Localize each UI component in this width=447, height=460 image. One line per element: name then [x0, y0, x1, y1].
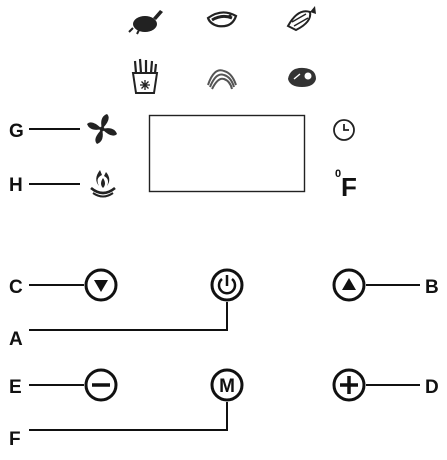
- menu-glyph: M: [219, 376, 235, 397]
- temperature-degree: 0: [335, 168, 341, 180]
- up-arrow-icon: [342, 278, 356, 290]
- plus-icon: [340, 376, 358, 394]
- callout-a: A: [9, 329, 23, 350]
- steak-icon: [288, 67, 316, 87]
- heat-icon: [90, 170, 116, 198]
- bacon-icon: [207, 69, 237, 90]
- down-arrow-icon: [94, 280, 108, 292]
- callout-e: E: [9, 377, 22, 398]
- chicken-icon: [128, 10, 163, 35]
- shrimp-icon: [206, 11, 238, 28]
- down-button[interactable]: [84, 268, 118, 302]
- callout-f: F: [9, 429, 21, 450]
- minus-button[interactable]: [84, 368, 118, 402]
- up-button[interactable]: [332, 268, 366, 302]
- power-icon: [217, 275, 237, 295]
- callout-c: C: [9, 277, 23, 298]
- menu-button[interactable]: M: [210, 368, 244, 402]
- power-button[interactable]: [210, 268, 244, 302]
- callout-h: H: [9, 175, 23, 196]
- clock-icon: [333, 119, 355, 141]
- display-window: [148, 114, 306, 193]
- callout-g: G: [9, 121, 24, 142]
- temperature-unit: F: [341, 172, 357, 202]
- callout-b: B: [425, 277, 439, 298]
- plus-button[interactable]: [332, 368, 366, 402]
- frozen-fries-icon: [131, 58, 159, 94]
- fish-icon: [286, 6, 316, 32]
- fan-icon: [87, 114, 117, 144]
- callout-d: D: [425, 377, 439, 398]
